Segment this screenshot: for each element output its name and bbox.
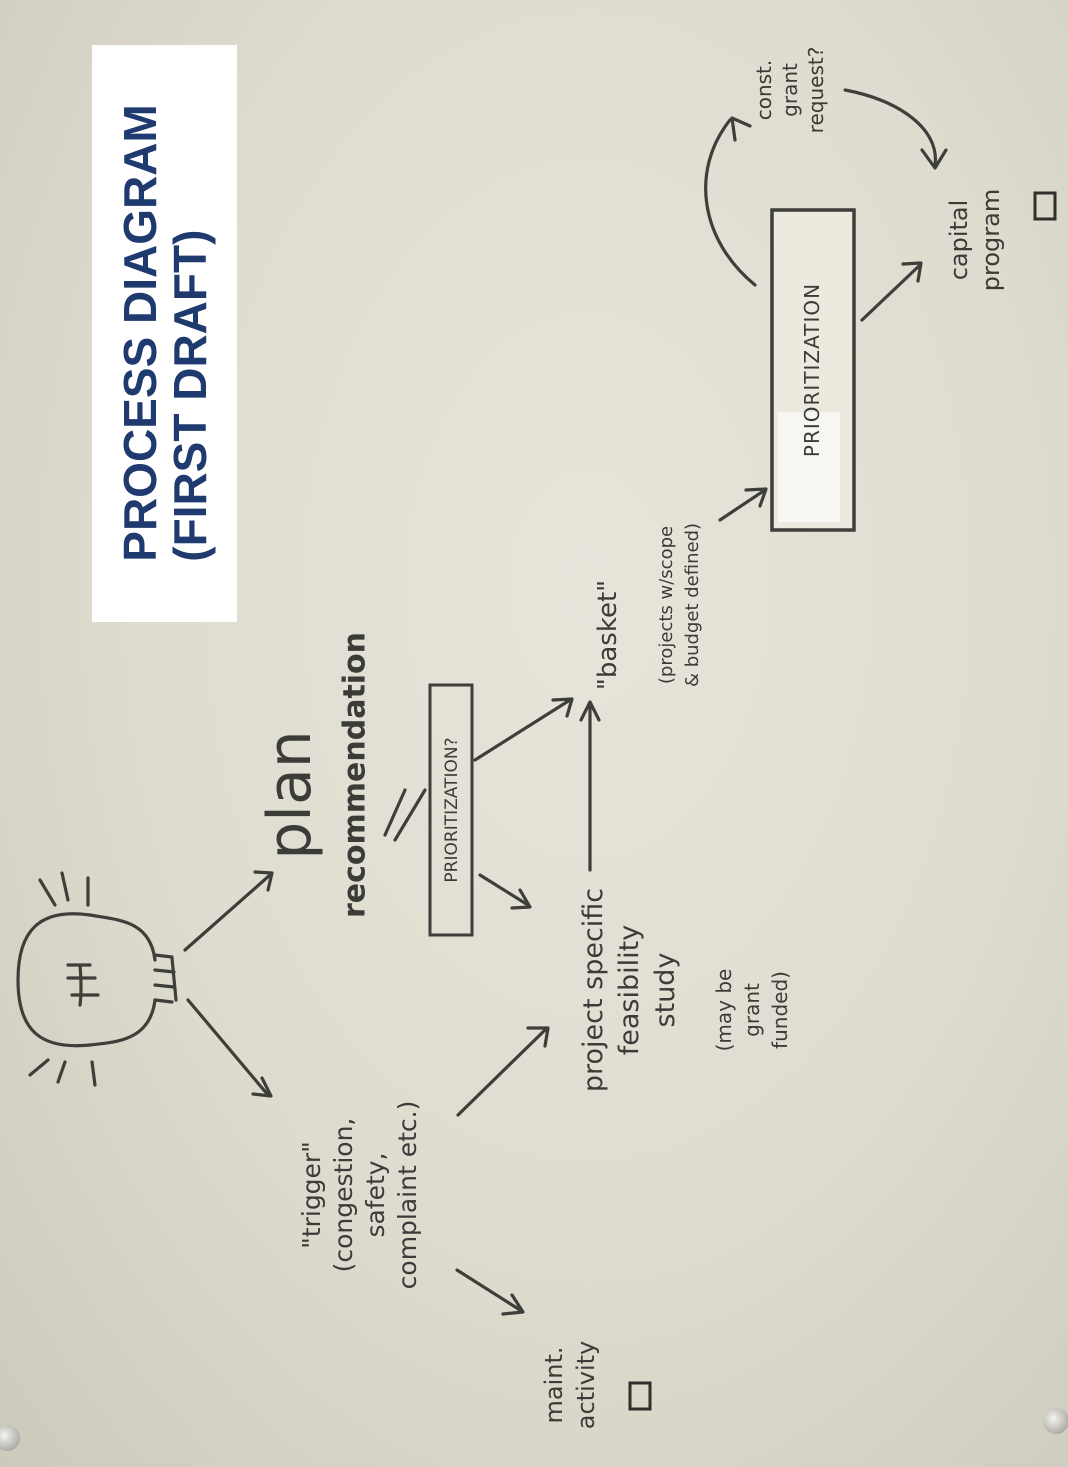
arrowhead [551,697,574,718]
arrow-grant-to-capital [843,88,937,167]
arrow-prioritization-to-capital [860,263,922,322]
plan-label: plan [255,730,325,860]
capital-program-label: capital program [945,188,1005,292]
lightbulb-icon [16,871,178,1087]
arrow-idea-to-plan [183,873,272,952]
mounting-screw [0,1425,20,1451]
maint-activity-checkbox [628,1381,652,1411]
basket-note-label: (projects w/scope & budget defined) [656,522,703,688]
arrow-trigger-to-maint [455,1268,522,1312]
arrows [183,88,948,1316]
prioritization-box [770,208,856,532]
arrowhead [901,261,923,283]
arrow-basket-to-prioritization [718,488,767,522]
basket-label: "basket" [593,579,623,691]
checkboxes [628,191,1057,1411]
arrowhead [510,888,532,910]
arrow-prioritization-to-grant [704,118,757,287]
capital-program-checkbox [1033,191,1057,221]
arrowhead [744,487,768,508]
lines-recommendation-to-prioritization [383,788,427,842]
arrowhead [251,1076,273,1098]
arrowhead [501,1293,525,1316]
title-panel [92,45,237,622]
feasibility-label: project specific feasibility study [578,887,681,1093]
arrow-idea-to-trigger [186,998,270,1097]
arrowhead [730,116,752,142]
mounting-screw [1043,1408,1068,1434]
trigger-label: "trigger" (congestion, safety, complaint… [297,1100,422,1290]
recommendation-label: recommendation [337,631,373,919]
prioritization-question-label: PRIORITIZATION? [442,737,462,883]
arrowhead [253,870,274,892]
arrowhead [920,148,948,170]
arrowhead [579,700,601,722]
arrow-prioritization-to-basket [473,698,572,762]
arrowhead [526,1026,550,1048]
arrow-trigger-to-feasibility [456,1028,547,1117]
prioritization-label: PRIORITIZATION [800,282,824,458]
prioritization-question-box [428,683,474,937]
maint-activity-label: maint. activity [540,1340,600,1430]
grant-request-label: const. grant request? [752,46,828,134]
arrow-prioritization-to-feasibility [478,873,530,907]
feasibility-note-label: (may be grant funded) [712,968,792,1052]
